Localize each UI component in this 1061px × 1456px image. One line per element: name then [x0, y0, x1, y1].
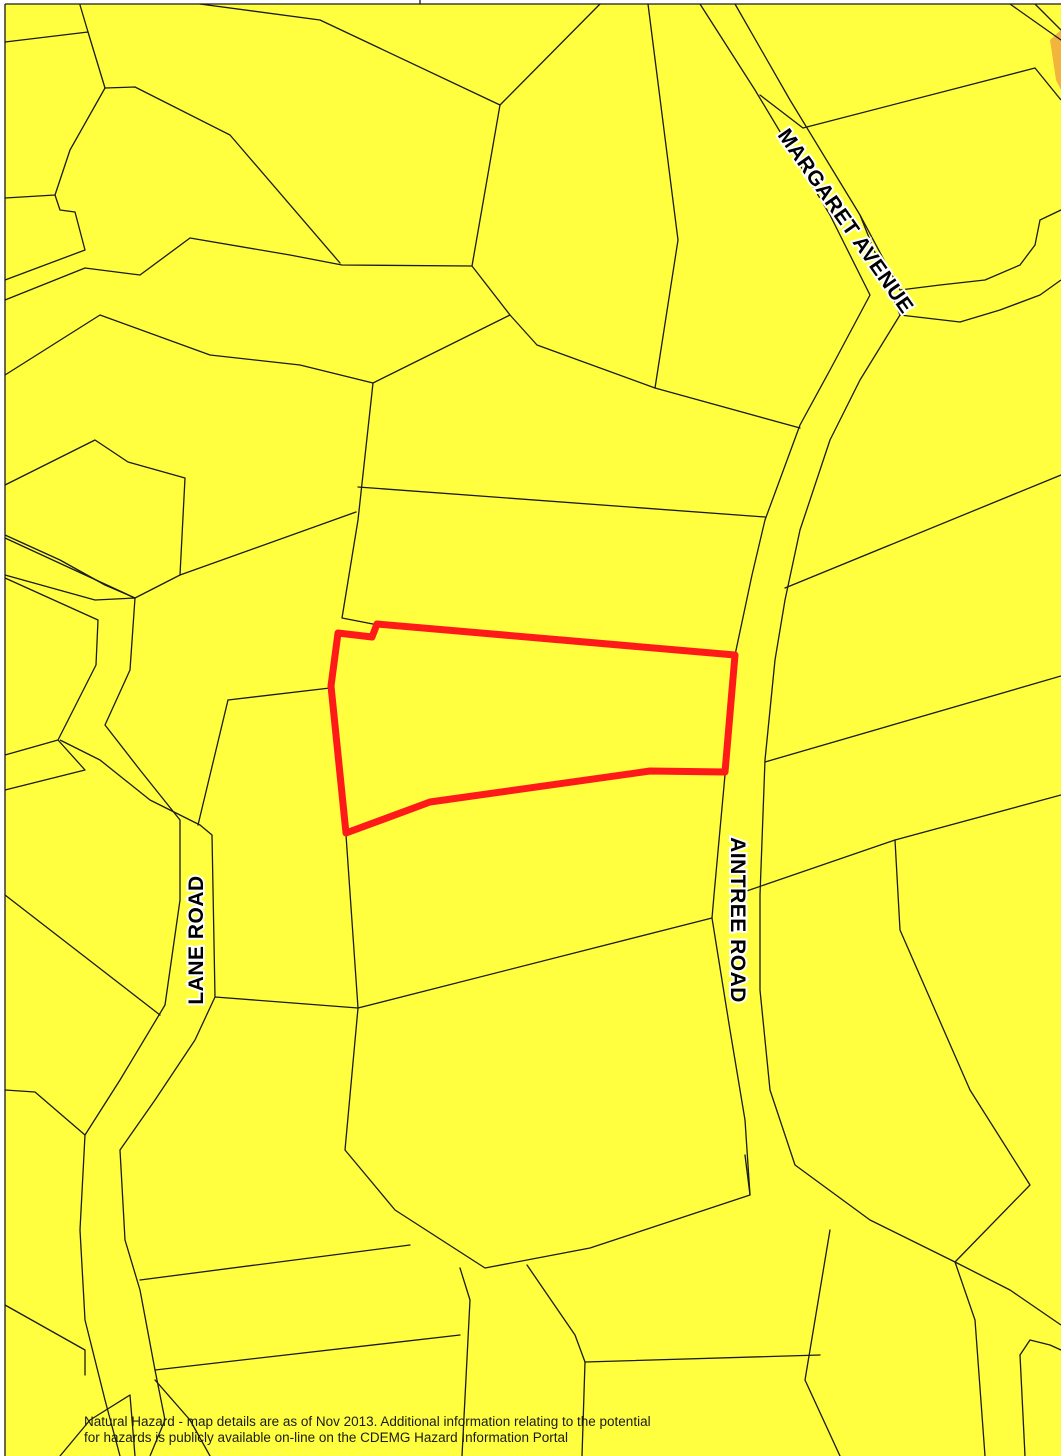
parcel-line — [79, 4, 89, 33]
lane-road-east-edge — [4, 534, 136, 599]
aintree-road-east-edge — [734, 3, 1061, 1326]
parcel-line — [4, 894, 161, 1016]
parcel-line — [526, 1264, 821, 1363]
parcel-line — [4, 1304, 86, 1376]
parcel-line — [341, 382, 379, 626]
parcel-line — [4, 237, 473, 301]
parcel-line — [894, 839, 1031, 1263]
road-corridors — [4, 3, 1061, 1456]
parcel-line — [4, 577, 99, 756]
parcel-line — [344, 834, 751, 1269]
road-label-lane-road: LANE ROAD — [185, 875, 208, 1004]
subject-property-outline — [327, 620, 739, 837]
parcel-line — [1019, 1339, 1061, 1356]
parcel-line — [4, 87, 106, 199]
parcel-line — [954, 1261, 986, 1456]
parcel-line — [199, 3, 601, 106]
parcel-boundaries — [4, 3, 1061, 1456]
parcel-line — [154, 1379, 211, 1456]
margaret-avenue-inner-edge — [1034, 67, 1061, 101]
corner-accent — [1050, 30, 1061, 90]
parcel-line — [647, 3, 679, 389]
map-disclaimer: Natural Hazard - map details are as of N… — [84, 1414, 784, 1446]
parcel-line — [139, 1244, 411, 1281]
disclaimer-line-2: for hazards is publicly available on-lin… — [84, 1430, 568, 1445]
parcel-line — [4, 314, 511, 384]
parcel-line — [899, 209, 1061, 291]
parcel-line — [764, 675, 1061, 763]
parcel-line — [197, 699, 229, 826]
parcel-line — [59, 1394, 136, 1456]
hazard-zone-fill — [5, 4, 1061, 1456]
parcel-line — [214, 996, 359, 1009]
parcel-line — [581, 1361, 586, 1456]
parcel-line — [4, 739, 86, 791]
parcel-line — [4, 194, 86, 281]
parcel-line — [4, 31, 341, 264]
parcel-line — [804, 1229, 841, 1456]
parcel-line — [784, 474, 1061, 589]
margaret-avenue-north-edge — [859, 214, 901, 291]
parcel-line — [357, 917, 713, 1009]
parcel-line — [759, 67, 1036, 129]
disclaimer-line-1: Natural Hazard - map details are as of N… — [84, 1414, 651, 1429]
parcel-line — [4, 1089, 86, 1136]
margaret-avenue-east-edge — [1034, 3, 1061, 31]
parcel-line — [227, 687, 331, 701]
parcel-line — [459, 1267, 471, 1456]
parcel-line — [471, 104, 801, 429]
parcel-line — [1019, 1354, 1026, 1456]
margaret-avenue-south-edge — [899, 279, 1061, 323]
parcel-line — [4, 439, 357, 576]
road-label-aintree-road: AINTREE ROAD — [726, 837, 749, 1003]
parcel-line — [154, 1334, 461, 1371]
lane-road-west-edge — [4, 574, 181, 1456]
aintree-road-west-edge — [699, 3, 871, 1196]
parcel-line — [357, 486, 766, 518]
parcel-line — [1009, 3, 1061, 41]
lane-road-east-side — [59, 739, 216, 1456]
